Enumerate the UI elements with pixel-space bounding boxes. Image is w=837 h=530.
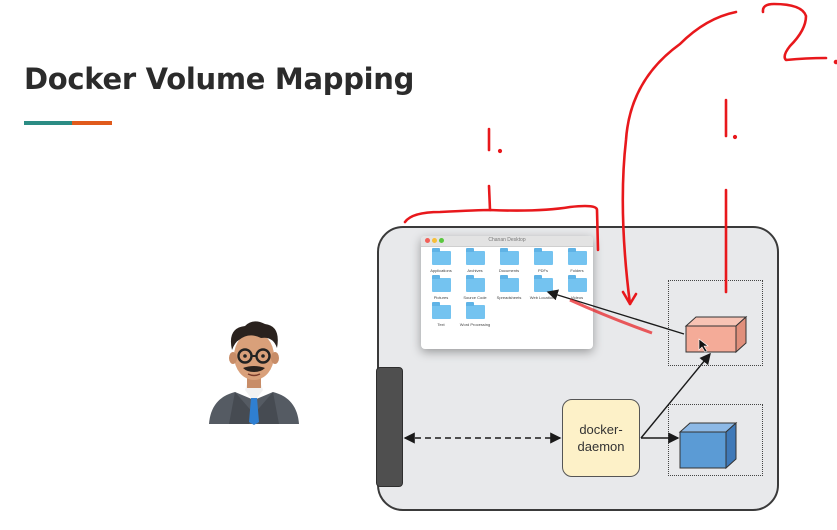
folder-icon bbox=[465, 275, 485, 292]
folder-item[interactable]: Folders bbox=[561, 248, 593, 273]
underline-orange bbox=[72, 121, 112, 125]
folder-label: Source Code bbox=[463, 295, 487, 300]
folder-icon bbox=[431, 302, 451, 319]
folder-icon bbox=[567, 248, 587, 265]
folder-icon bbox=[499, 275, 519, 292]
folder-label: Documents bbox=[498, 268, 520, 273]
red-annotations bbox=[403, 2, 837, 306]
folder-label: Pictures bbox=[433, 295, 449, 300]
folder-item[interactable]: Text bbox=[425, 302, 457, 327]
folder-item[interactable]: Pictures bbox=[425, 275, 457, 300]
folder-icon bbox=[431, 248, 451, 265]
folder-label: Web Locations bbox=[529, 295, 557, 300]
folder-item[interactable]: Applications bbox=[425, 248, 457, 273]
volume-highlight-stroke bbox=[569, 298, 653, 335]
folder-item[interactable]: Source Code bbox=[459, 275, 491, 300]
folder-label: PDFs bbox=[538, 268, 548, 273]
folder-label: Applications bbox=[430, 268, 452, 273]
folder-label: Text bbox=[437, 322, 445, 327]
folder-label: Spreadsheets bbox=[496, 295, 522, 300]
developer-avatar-icon bbox=[209, 321, 299, 425]
folder-label: Folders bbox=[570, 268, 584, 273]
image-to-container-arrow bbox=[640, 352, 711, 439]
volume-mapping-arrow bbox=[546, 289, 685, 335]
folder-icon bbox=[465, 248, 485, 265]
folder-item[interactable]: Documents bbox=[493, 248, 525, 273]
finder-title: Chanan Desktop bbox=[488, 237, 526, 243]
slide-title: Docker Volume Mapping bbox=[24, 62, 415, 96]
finder-window[interactable]: Chanan Desktop Applications Archives Docum… bbox=[421, 236, 593, 349]
folder-item[interactable]: Videos bbox=[561, 275, 593, 300]
minimize-dot[interactable] bbox=[432, 238, 437, 243]
folder-icon bbox=[533, 275, 553, 292]
folder-icon bbox=[465, 302, 485, 319]
finder-titlebar: Chanan Desktop bbox=[421, 236, 593, 247]
container-cube-icon bbox=[684, 315, 748, 354]
title-underline bbox=[24, 121, 112, 125]
folder-label: Videos bbox=[570, 295, 584, 300]
folder-item[interactable]: PDFs bbox=[527, 248, 559, 273]
folder-label: Archives bbox=[467, 268, 483, 273]
folder-label: Word Processing bbox=[459, 322, 491, 327]
folder-item[interactable]: Word Processing bbox=[459, 302, 491, 327]
folder-item[interactable]: Spreadsheets bbox=[493, 275, 525, 300]
close-dot[interactable] bbox=[425, 238, 430, 243]
folder-icon bbox=[567, 275, 587, 292]
zoom-dot[interactable] bbox=[439, 238, 444, 243]
folder-item[interactable]: Archives bbox=[459, 248, 491, 273]
host-port-bar bbox=[376, 367, 403, 487]
docker-daemon-box: docker- daemon bbox=[562, 399, 640, 477]
underline-teal bbox=[24, 121, 72, 125]
folder-item[interactable]: Web Locations bbox=[527, 275, 559, 300]
folder-icon bbox=[431, 275, 451, 292]
image-cube-icon bbox=[678, 421, 738, 470]
folder-icon bbox=[533, 248, 553, 265]
container-slot bbox=[668, 280, 763, 366]
cursor-icon bbox=[698, 338, 709, 353]
folder-icon bbox=[499, 248, 519, 265]
